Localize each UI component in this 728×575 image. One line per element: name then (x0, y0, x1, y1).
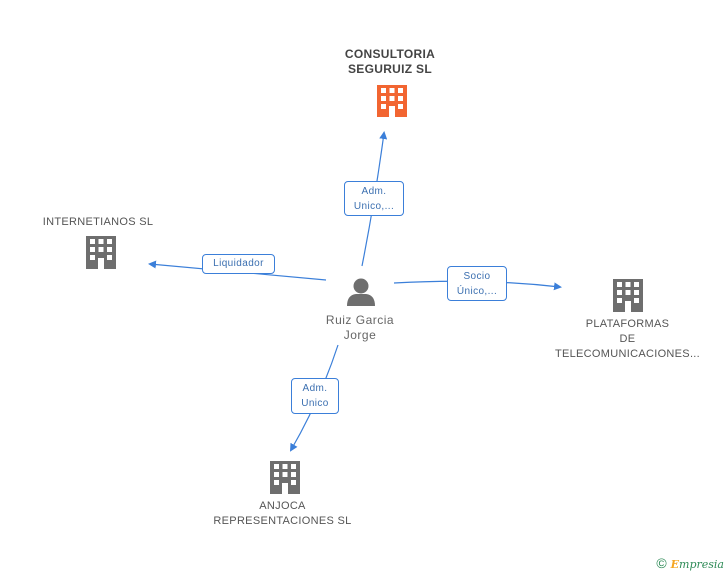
empresia-brand[interactable]: ©Empresia (656, 555, 724, 571)
brand-initial: E (670, 558, 680, 571)
node-label-line: TELECOMUNICACIONES... (554, 348, 701, 360)
node-label-line: DE (619, 333, 636, 345)
brand-name: mpresia (679, 558, 724, 571)
building-icon[interactable] (377, 85, 407, 117)
node-label-line: CONSULTORIA (344, 47, 436, 61)
node-label-plataformas[interactable]: PLATAFORMAS DE TELECOMUNICACIONES... (545, 317, 710, 362)
edge-label-line: Unico (301, 398, 329, 409)
node-label-line: ANJOCA (259, 500, 306, 512)
edge-label-line: Liquidador (213, 258, 264, 269)
edge-label-line: Adm. (361, 186, 387, 197)
edge-label-line: Socio (463, 271, 491, 282)
node-label-line: SEGURUIZ SL (348, 62, 432, 76)
person-name-line: Ruiz Garcia (325, 313, 395, 327)
edge-label-line: Único,... (456, 286, 498, 297)
node-label-line: PLATAFORMAS (585, 318, 670, 330)
node-label-line: REPRESENTACIONES SL (213, 515, 352, 527)
edge-label-line: Unico,... (353, 201, 395, 212)
copyright-icon: © (656, 555, 667, 571)
node-label-internetianos[interactable]: INTERNETIANOS SL (28, 215, 168, 230)
edge-label-internetianos[interactable]: Liquidador (202, 254, 275, 274)
node-label-consultoria[interactable]: CONSULTORIA SEGURUIZ SL (320, 47, 460, 77)
edge-label-plataformas[interactable]: Socio Único,... (447, 266, 507, 301)
person-label[interactable]: Ruiz Garcia Jorge (305, 313, 415, 343)
node-label-line: INTERNETIANOS SL (42, 216, 154, 228)
node-label-anjoca[interactable]: ANJOCA REPRESENTACIONES SL (205, 499, 360, 529)
edge-label-anjoca[interactable]: Adm. Unico (291, 378, 339, 414)
edge-label-line: Adm. (302, 383, 328, 394)
person-icon[interactable] (347, 278, 375, 307)
building-icon[interactable] (86, 236, 116, 269)
edge-label-consultoria[interactable]: Adm. Unico,... (344, 181, 404, 216)
person-name-line: Jorge (343, 328, 377, 342)
building-icon[interactable] (270, 461, 300, 494)
building-icon[interactable] (613, 279, 643, 312)
